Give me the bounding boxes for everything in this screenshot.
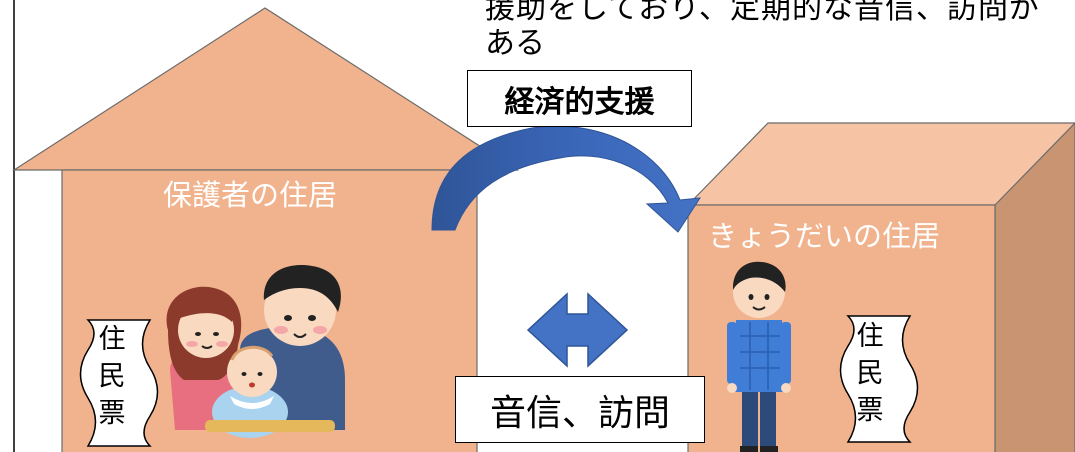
juminhyo-right-text: 住 民 票 [856, 321, 884, 426]
juminhyo-right-scroll [839, 315, 919, 443]
guardian-house-label: 保護者の住居 [163, 178, 338, 212]
financial-support-label: 経済的支援 [467, 70, 692, 127]
sibling-illustration [727, 261, 791, 452]
sibling-house [686, 122, 1075, 452]
guardian-house-roof [11, 7, 520, 171]
contact-visit-double-arrow [526, 292, 629, 368]
sibling-house-label: きょうだいの住居 [708, 219, 941, 253]
contact-visit-label: 音信、訪問 [455, 376, 705, 443]
top-note-line-1: 援助をしており、定期的な音信、訪問が [485, 0, 1040, 26]
financial-support-arrow [431, 125, 701, 233]
juminhyo-left-scroll [79, 319, 159, 447]
top-note-line-2: ある [485, 26, 545, 61]
family-illustration [166, 265, 345, 438]
juminhyo-left-text: 住 民 票 [98, 324, 126, 429]
